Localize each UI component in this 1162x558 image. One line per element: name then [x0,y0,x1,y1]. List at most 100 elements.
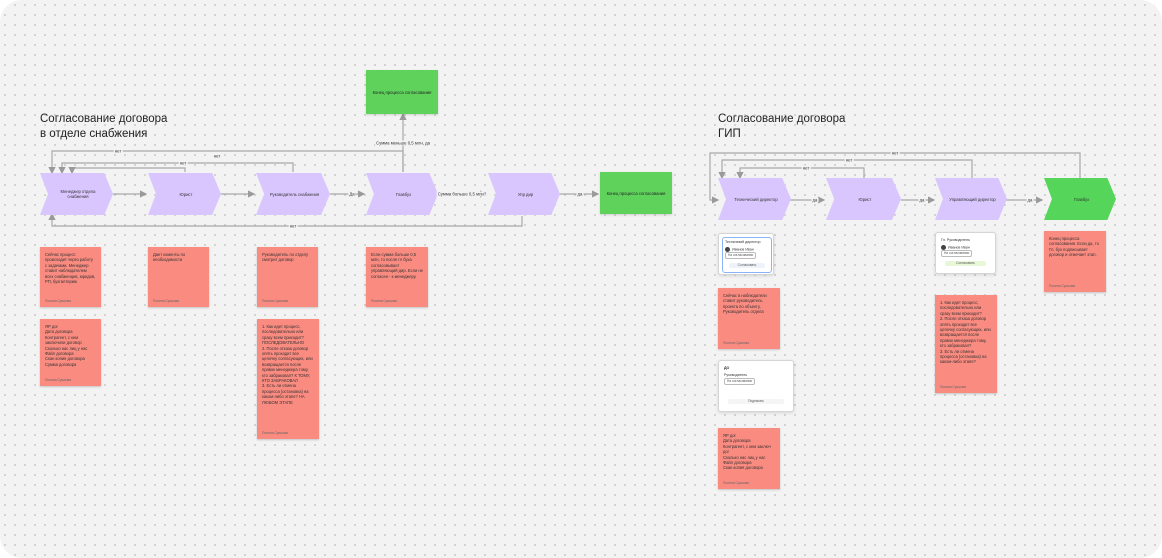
note-author: Полина Сушкова [940,385,967,389]
note-text: Конец процесса согласования. Если да, то… [1049,236,1099,258]
edge-label-yes: да [1026,197,1034,203]
card-title: ДО [724,366,730,370]
step-label: Менеджер отдела снабжения [60,189,96,199]
step-label: Юрист [179,191,193,197]
edge-label-yes: да [576,191,584,197]
step-supply-lawyer[interactable]: Юрист [148,173,221,215]
note-text: Сейчас в наблюдатели ставит руководитель… [723,293,767,315]
card-frame: Гл. Руководитель Иванов Иван На согласов… [939,236,992,270]
approve-button[interactable]: Согласовать [945,261,986,266]
note-author: Полина Сушкова [153,299,180,303]
note-author: Полина Сушкова [723,481,750,485]
note-author: Полина Сушкова [262,299,289,303]
gip-title-line-2: ГИП [718,128,741,140]
sticky-note[interactable]: Если сумма больше 0,5 млн, то после гл б… [366,247,428,307]
note-text: Если сумма больше 0,5 млн, то после гл б… [371,252,423,279]
sticky-note[interactable]: Сейчас процесс происходит через работу с… [40,247,101,307]
loop-lawyer-to-manager [68,167,186,175]
loop-director-to-manager [48,212,523,227]
status-badge: На согласовании [724,378,756,385]
supply-end-right-label: Конец процесса согласования [606,190,666,196]
note-author: Полина Сушкова [45,299,72,303]
step-gip-managing-director[interactable]: Управляющий директор [935,178,1007,220]
loop-md-to-tech [718,159,973,180]
note-text: 1. Как идет процесс, последовательно или… [940,300,991,365]
supply-title-line-1: Согласование договора [40,113,168,125]
edge-label-sum-more: Сумма больше 0,5 млн? [436,191,488,197]
step-label: Технический директор [734,196,778,202]
sticky-note[interactable]: Конец процесса согласования. Если да, то… [1044,231,1106,292]
edge-label-yes: да [811,197,819,203]
card-frame: Техничекий директор Иванов Иван На согла… [722,237,772,273]
note-author: Полина Сушкова [262,431,289,435]
status-badge: На согласовании [941,250,973,258]
note-text: ЯР дог Дата договора Контрагент, с кем з… [45,324,88,367]
step-label: Главбух [395,191,412,197]
loop-accountant-to-tech [709,152,1081,204]
avatar [725,247,730,252]
note-author: Полина Сушкова [723,341,750,345]
note-text: 1. Как идет процесс, последовательно или… [262,324,313,405]
edge-label-no: нет [890,150,900,156]
step-supply-director[interactable]: Упр дир [488,173,560,215]
sticky-note[interactable]: 1. Как идет процесс, последовательно или… [935,295,997,393]
supply-title-line-2: в отделе снабжения [40,128,148,140]
note-text: Сейчас процесс происходит через работу с… [45,252,96,285]
step-supply-manager[interactable]: Менеджер отдела снабжения [40,173,113,215]
card-user: Иванов Иван [948,245,970,250]
card-title: Гл. Руководитель [941,238,970,242]
note-text: Руководитель по отделу смотрит договор [262,252,309,263]
gip-title-line-1: Согласование договора [718,113,846,125]
edge-label-no: нет [212,153,222,159]
note-text: ЯР дог Дата договора Контрагент, с кем з… [723,433,771,471]
supply-end-top[interactable]: Конец процесса согласования [366,70,438,114]
step-label: Юрист [858,196,872,202]
ui-card-tech-director[interactable]: Техничекий директор Иванов Иван На согла… [718,233,774,275]
step-label: Руководитель снабжения [269,191,320,197]
edge-label-no: нет [844,157,854,163]
status-badge: На согласовании [725,252,757,260]
step-label: Управляющий директор [949,196,996,202]
step-gip-lawyer[interactable]: Юрист [826,178,901,220]
note-author: Полина Сушкова [45,378,72,382]
ui-card-document[interactable]: ДО Руководитель На согласовании Подписат… [718,360,794,412]
sticky-note[interactable]: ЯР дог Дата договора Контрагент, с кем з… [40,319,101,386]
edge-label-no: нет [113,148,123,154]
loop-head-to-manager [58,162,294,175]
step-gip-tech-director[interactable]: Технический директор [718,178,791,220]
ui-card-managing-director[interactable]: Гл. Руководитель Иванов Иван На согласов… [935,232,996,274]
edge-label-no: нет [801,165,811,171]
loop-accountant-to-manager [48,150,404,175]
note-author: Полина Сушкова [1049,284,1076,288]
edge-label-yes: да [918,197,926,203]
gip-section-title: Согласование договора ГИП [718,112,845,142]
edge-label-no: нет [178,160,188,166]
sticky-note[interactable]: Дает коменты по необходимости Полина Суш… [148,247,209,307]
supply-end-top-label: Конец процесса согласования [372,89,432,95]
card-frame: ДО Руководитель На согласовании Подписат… [722,364,790,408]
edge-label-yes: Да [348,191,356,197]
step-gip-accountant[interactable]: Главбух [1044,178,1116,220]
edge-label-sum-less: Сумма меньше 0,5 млн, да [375,140,431,146]
sticky-note[interactable]: 1. Как идет процесс, последовательно или… [257,319,319,439]
sticky-note[interactable]: ЯР дог Дата договора Контрагент, с кем з… [718,428,780,489]
sticky-note[interactable]: Руководитель по отделу смотрит договор П… [257,247,318,307]
step-label: Главбух [1073,196,1090,202]
step-supply-head[interactable]: Руководитель снабжения [256,173,330,215]
sign-button[interactable]: Подписать [728,399,784,404]
step-label: Упр дир [517,191,534,197]
card-subtitle: Руководитель [724,373,748,377]
step-supply-accountant[interactable]: Главбух [366,173,438,215]
sticky-note[interactable]: Сейчас в наблюдатели ставит руководитель… [718,288,780,349]
edge-label-no: нет [288,223,298,229]
supply-section-title: Согласование договора в отделе снабжения [40,112,167,142]
approve-button[interactable]: Согласовать [729,263,765,268]
note-text: Дает коменты по необходимости [153,252,186,263]
card-title: Техничекий директор [725,240,761,244]
supply-end-right[interactable]: Конец процесса согласования [600,172,672,214]
note-author: Полина Сушкова [371,299,398,303]
avatar [941,245,946,250]
card-user: Иванов Иван [732,247,754,252]
